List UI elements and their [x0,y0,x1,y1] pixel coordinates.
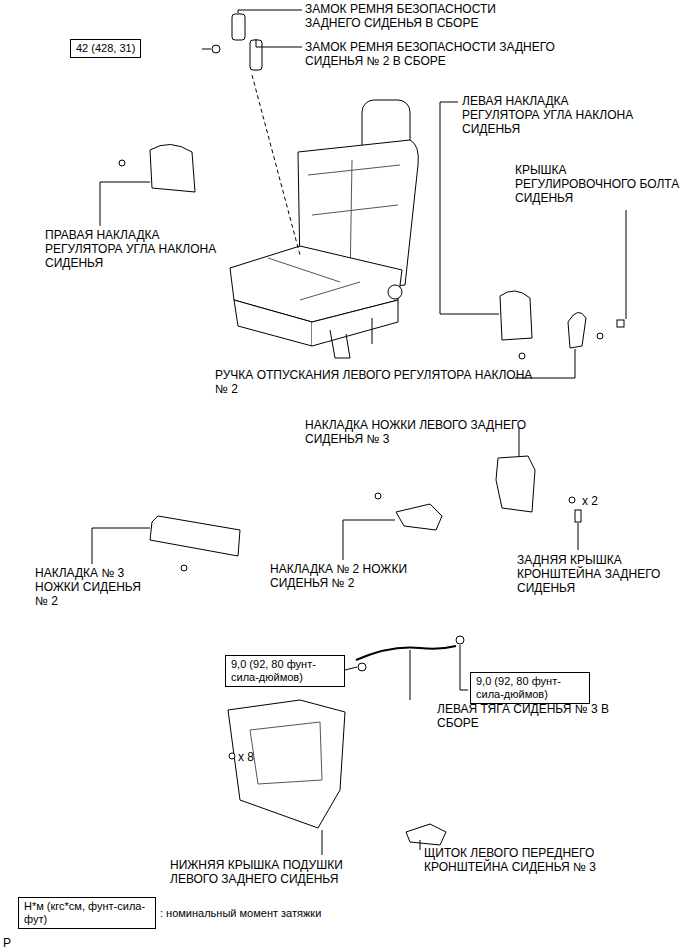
torque-value: Н*м (кгс*см, фунт-сила-фут) [24,900,150,926]
quantity: x 2 [582,494,598,508]
torque-box: 42 (428, 31) [70,39,141,58]
part-name: ЛЕВАЯ НАКЛАДКА РЕГУЛЯТОРА УГЛА НАКЛОНА С… [462,94,637,136]
recliner-covers [119,160,125,166]
leg-covers [375,493,381,499]
torque-box: 9,0 (92, 80 фунт-сила-дюймов) [225,655,345,687]
torque-value: 9,0 (92, 80 фунт-сила-дюймов) [231,658,339,684]
part-name: ЗАДНЯЯ КРЫШКА КРОНШТЕЙНА ЗАДНЕГО СИДЕНЬЯ [517,553,682,595]
cushion-lower-cover [250,722,322,784]
leg-covers [575,510,581,522]
part-name: ЗАМОК РЕМНЯ БЕЗОПАСНОСТИ ЗАДНЕГО СИДЕНЬЯ… [305,40,605,68]
recliner-covers [519,353,525,359]
cushion-lower-cover [406,824,446,845]
leader-line [345,667,357,670]
seat-illustration [312,300,398,346]
leg-covers [396,504,442,530]
seat-illustration [330,318,372,358]
recliner-covers [500,291,532,340]
seat-rod [456,636,464,644]
torque-box: Н*м (кгс*см, фунт-сила-фут) [18,897,156,929]
part-name: НИЖНЯЯ КРЫШКА ПОДУШКИ ЛЕВОГО ЗАДНЕГО СИД… [170,858,345,886]
leader-line [460,645,468,690]
part-name: НАКЛАДКА № 3 НОЖКИ СИДЕНЬЯ № 2 [35,566,155,608]
part-name: ЩИТОК ЛЕВОГО ПЕРЕДНЕГО КРОНШТЕЙНА СИДЕНЬ… [424,846,679,874]
leader-line [252,75,300,255]
seat-illustration [234,300,312,346]
cushion-lower-cover [228,700,345,828]
leader-line [420,840,421,850]
leader-line [92,528,150,564]
leader-line [202,49,211,50]
leader-line [92,10,626,855]
leader-line [519,428,520,456]
buckle-parts [232,14,245,40]
leader-line [100,182,150,226]
seat-illustration [268,258,360,300]
leg-covers [150,516,240,556]
leader-line [343,520,395,560]
torque-value: 9,0 (92, 80 фунт-сила-дюймов) [476,675,584,701]
recliner-covers [617,320,624,327]
part-name: НАКЛАДКА НОЖКИ ЛЕВОГО ЗАДНЕГО СИДЕНЬЯ № … [305,418,535,446]
part-name: КРЫШКА РЕГУЛИРОВОЧНОГО БОЛТА СИДЕНЬЯ [515,163,680,205]
leader-line [322,830,323,855]
leader-line [410,650,411,700]
leader-line [238,10,302,13]
leg-covers [181,565,187,571]
part-name: РУЧКА ОТПУСКАНИЯ ЛЕВОГО РЕГУЛЯТОРА НАКЛО… [215,368,535,396]
cushion-lower-cover [228,700,446,845]
part-name: НАКЛАДКА № 2 НОЖКИ СИДЕНЬЯ № 2 [270,562,435,590]
seat-rod [358,663,366,671]
torque-value: 42 (428, 31) [76,42,135,55]
torque-box: 9,0 (92, 80 фунт-сила-дюймов) [470,672,590,704]
seat-illustration [388,285,402,299]
leader-line [256,39,302,47]
buckle-parts [212,14,262,70]
part-name: ЛЕВАЯ ТЯГА СИДЕНЬЯ № 3 В СБОРЕ [437,702,617,730]
recliner-covers [150,144,195,192]
leader-line [626,210,627,319]
cushion-lower-cover [229,753,235,759]
leg-covers [150,456,581,571]
quantity: x 8 [238,750,254,764]
recliner-covers [568,312,586,348]
recliner-covers [597,333,603,339]
part-name: ЗАМОК РЕМНЯ БЕЗОПАСНОСТИ ЗАДНЕГО СИДЕНЬЯ… [305,2,540,30]
seat-illustration [230,100,418,358]
buckle-parts [212,45,220,53]
leg-covers [569,497,575,503]
leader-line [578,523,579,550]
leg-covers [496,456,535,512]
legend-note: : номинальный момент затяжки [160,906,321,920]
part-name: ПРАВАЯ НАКЛАДКА РЕГУЛЯТОРА УГЛА НАКЛОНА … [45,228,235,270]
seat-rod [356,646,456,660]
figure-code: P [3,936,11,950]
